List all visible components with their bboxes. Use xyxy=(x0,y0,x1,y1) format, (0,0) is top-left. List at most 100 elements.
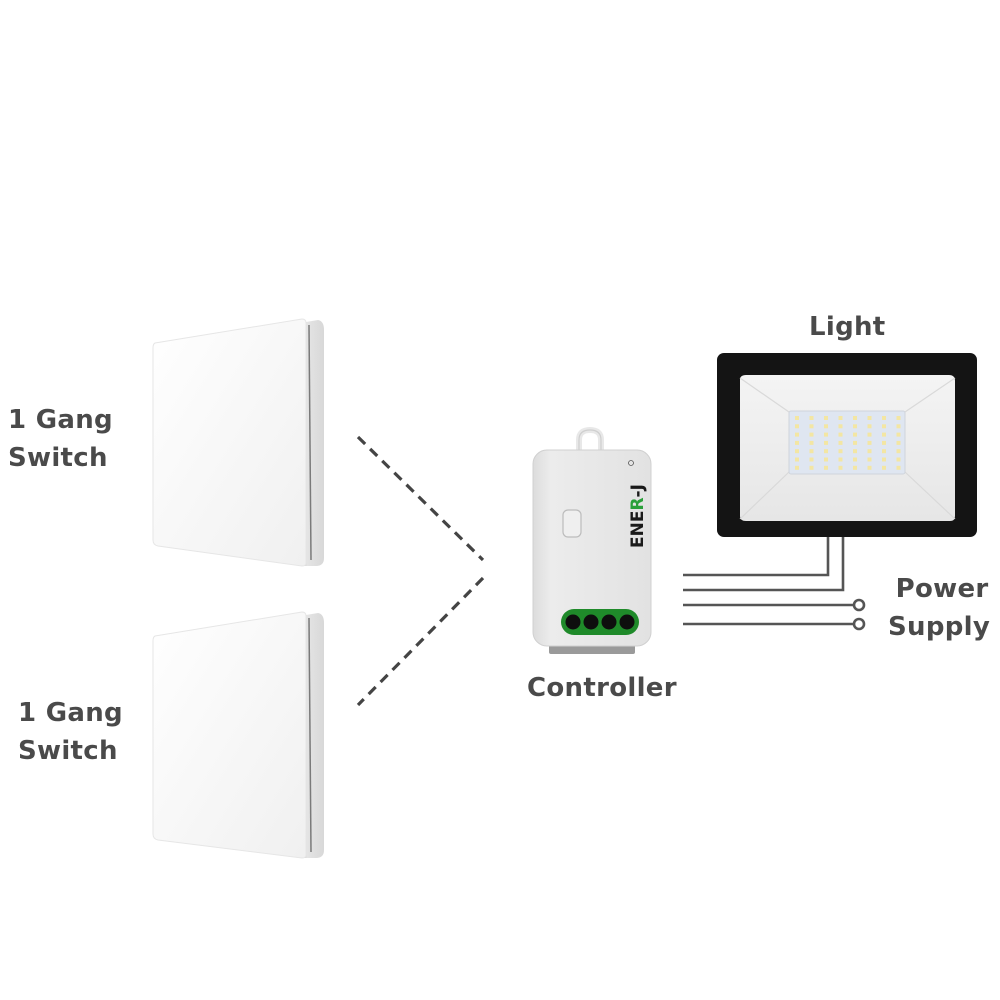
terminal-hole-4 xyxy=(619,614,635,630)
light-wire-1 xyxy=(683,537,830,577)
led xyxy=(853,465,857,470)
switch-1-label-line2: Switch xyxy=(8,443,108,473)
led xyxy=(838,440,843,445)
light-wire-2 xyxy=(683,537,845,592)
led xyxy=(809,449,814,454)
led xyxy=(896,440,901,445)
led xyxy=(896,424,901,429)
led xyxy=(809,465,814,470)
wireless-link-1 xyxy=(356,435,485,562)
led xyxy=(882,449,886,454)
wiring xyxy=(683,537,866,631)
led xyxy=(809,416,814,420)
terminal-hole-1 xyxy=(565,614,581,630)
led xyxy=(838,449,843,454)
led xyxy=(853,457,857,462)
led xyxy=(896,416,901,420)
light-label-text: Light xyxy=(809,312,886,342)
led xyxy=(838,465,843,470)
led xyxy=(867,440,872,445)
wireless-link-2 xyxy=(356,576,485,707)
led xyxy=(853,416,857,420)
controller-button xyxy=(562,509,582,538)
led xyxy=(838,424,843,429)
led xyxy=(867,465,872,470)
switch-1-label-line1: 1 Gang xyxy=(8,405,113,435)
registered-mark xyxy=(628,460,634,466)
brand-text-2: R xyxy=(628,497,648,510)
power-supply-label: Power Supply xyxy=(888,570,990,646)
switch-2-label: 1 Gang Switch xyxy=(18,694,123,770)
controller-terminal-block xyxy=(561,609,639,635)
led xyxy=(882,465,886,470)
led xyxy=(809,440,814,445)
controller-label-text: Controller xyxy=(527,673,677,703)
led xyxy=(882,416,886,420)
switch-1-label: 1 Gang Switch xyxy=(8,401,113,477)
controller-label: Controller xyxy=(527,669,677,707)
controller-body xyxy=(532,449,652,647)
led xyxy=(896,432,901,437)
led xyxy=(809,424,814,429)
power-supply-label-line2: Supply xyxy=(888,612,991,642)
led xyxy=(896,457,901,462)
terminal-hole-2 xyxy=(583,614,599,630)
led xyxy=(824,432,828,437)
led xyxy=(853,424,857,429)
switch-2-face xyxy=(152,611,307,859)
led xyxy=(809,432,814,437)
led xyxy=(795,440,799,445)
controller-device: ENER-J xyxy=(532,426,652,654)
led xyxy=(867,432,872,437)
led xyxy=(795,449,799,454)
led xyxy=(809,457,814,462)
led xyxy=(824,465,828,470)
switch-2-label-line1: 1 Gang xyxy=(18,698,123,728)
controller-hook xyxy=(576,426,604,452)
led xyxy=(824,416,828,420)
terminal-hole-3 xyxy=(601,614,617,630)
led xyxy=(882,457,886,462)
switch-2 xyxy=(152,611,324,859)
led xyxy=(824,457,828,462)
led xyxy=(838,416,843,420)
floodlight xyxy=(717,353,977,537)
power-terminal-1 xyxy=(852,598,866,612)
switch-2-gap xyxy=(308,617,312,853)
led xyxy=(882,432,886,437)
led xyxy=(795,432,799,437)
switch-2-label-line2: Switch xyxy=(18,736,118,766)
led xyxy=(795,424,799,429)
brand-logo: ENER-J xyxy=(628,484,648,548)
led xyxy=(896,465,901,470)
led-grid xyxy=(795,416,901,470)
led xyxy=(838,457,843,462)
led xyxy=(795,416,799,420)
controller-terminals xyxy=(565,614,635,630)
led xyxy=(795,465,799,470)
led xyxy=(795,457,799,462)
brand-text-3: -J xyxy=(628,484,648,497)
led xyxy=(867,424,872,429)
led xyxy=(882,424,886,429)
led xyxy=(867,416,872,420)
led xyxy=(824,449,828,454)
led xyxy=(867,457,872,462)
switch-1 xyxy=(152,318,324,567)
led-panel xyxy=(788,410,906,475)
brand-text-1: ENE xyxy=(628,511,648,548)
led xyxy=(824,424,828,429)
led xyxy=(896,449,901,454)
led xyxy=(867,449,872,454)
led xyxy=(853,432,857,437)
switch-1-gap xyxy=(308,324,312,561)
led xyxy=(853,440,857,445)
power-terminal-2 xyxy=(852,617,866,631)
switch-1-face xyxy=(152,318,307,567)
led xyxy=(882,440,886,445)
light-label: Light xyxy=(809,308,886,346)
led xyxy=(853,449,857,454)
led xyxy=(824,440,828,445)
power-supply-label-line1: Power xyxy=(895,574,989,604)
